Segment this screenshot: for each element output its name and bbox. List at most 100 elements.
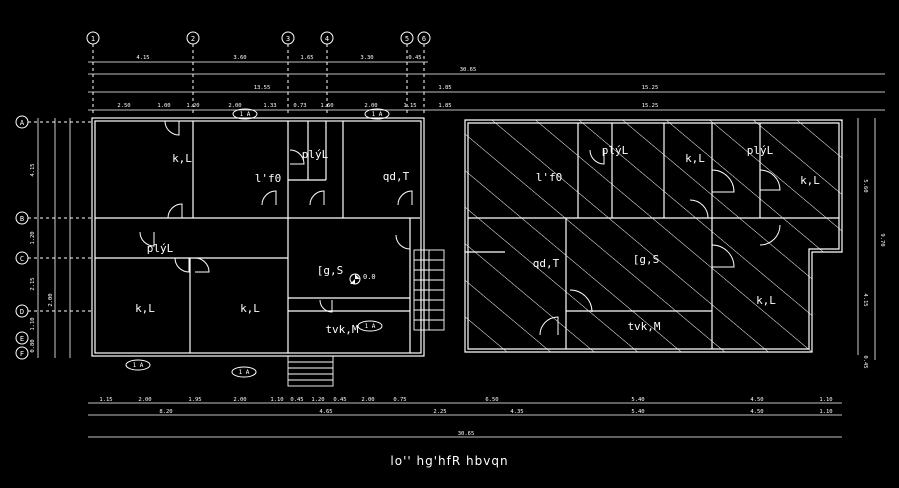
axis-label-5: 5 — [405, 35, 409, 43]
dim-bot-5: 1.10 — [270, 397, 283, 403]
room-label-bedroom-right-far: k,L — [800, 174, 820, 187]
room-label-pinl-right2: plýL — [747, 144, 774, 157]
room-label-qdt-right: qd,T — [533, 257, 560, 270]
dim-bot-6: 0.45 — [290, 397, 303, 403]
dim-top-row3-2: 1.85 — [438, 85, 451, 91]
window-tag-5: 1 A — [365, 323, 376, 330]
walls-left-wing — [91, 117, 425, 357]
dim-top-row4-4: 2.00 — [228, 103, 241, 109]
window-tag-4: 1 A — [239, 369, 250, 376]
dim-bot-row2-6: 4.50 — [750, 409, 763, 415]
dim-bot-8: 0.45 — [333, 397, 346, 403]
dim-right-2: 4.15 — [862, 293, 868, 306]
dim-top-4: 3.30 — [360, 55, 373, 61]
elevation-label: 0.0 — [363, 273, 376, 281]
dim-bot-row2-3: 2.25 — [433, 409, 446, 415]
dim-top-row3-3: 15.25 — [642, 85, 659, 91]
dim-bot-total: 30.65 — [458, 431, 475, 437]
stairs — [287, 249, 445, 387]
dim-top-row4-7: 1.60 — [320, 103, 333, 109]
room-label-pinl-right: plýL — [602, 144, 629, 157]
dim-left-2: 1.20 — [30, 231, 36, 244]
window-tags — [125, 108, 390, 378]
dim-bot-1: 1.15 — [99, 397, 112, 403]
axis-label-a: A — [20, 119, 25, 127]
dim-top-total: 30.65 — [460, 67, 477, 73]
dim-right-1: 5.60 — [862, 179, 868, 192]
dim-top-row4-6: 0.73 — [293, 103, 306, 109]
drawing-caption: lo'' hg'hfR hbvqn — [390, 454, 509, 468]
hatched-wing — [465, 120, 842, 352]
dim-bot-row2-2: 4.65 — [319, 409, 332, 415]
room-label-qdt-left: qd,T — [383, 170, 410, 183]
axis-label-c: C — [20, 255, 24, 263]
dim-bot-9: 2.00 — [361, 397, 374, 403]
left-dimension-lines — [37, 118, 71, 358]
dim-top-row4-11: 15.25 — [642, 103, 659, 109]
dim-top-row4-8: 2.00 — [364, 103, 377, 109]
room-label-bedroom-bot2: k,L — [240, 302, 260, 315]
axis-label-6: 6 — [422, 35, 426, 43]
room-label-if-left: l'f0 — [255, 172, 282, 185]
dim-bot-4: 2.00 — [233, 397, 246, 403]
dim-bot-row2-4: 4.35 — [510, 409, 523, 415]
dim-bot-13: 4.50 — [750, 397, 763, 403]
door-swings — [139, 120, 781, 336]
axis-label-1: 1 — [91, 35, 95, 43]
axis-label-b: B — [20, 215, 24, 223]
axis-bubbles-left — [15, 115, 92, 360]
dim-bot-row2-5: 5.40 — [631, 409, 644, 415]
room-label-bedroom-right-top: k,L — [685, 152, 705, 165]
dim-bot-3: 1.95 — [188, 397, 201, 403]
dim-top-3: 1.65 — [300, 55, 313, 61]
dim-top-row4-10: 1.85 — [438, 103, 451, 109]
bottom-dimension-lines — [88, 402, 842, 438]
dim-left-3: 2.15 — [30, 277, 36, 290]
dim-top-1: 4.15 — [136, 55, 149, 61]
dim-top-row4-2: 1.00 — [157, 103, 170, 109]
room-label-tvk-left: tvk,M — [325, 323, 358, 336]
dim-bot-row2-1: 8.20 — [159, 409, 172, 415]
top-dimension-lines — [88, 61, 885, 111]
dim-right-4: 0.45 — [862, 355, 868, 368]
window-tag-2: 1 A — [372, 111, 383, 118]
dim-left-5: 1.10 — [30, 317, 36, 330]
axis-label-e: E — [20, 335, 24, 343]
axis-label-2: 2 — [191, 35, 195, 43]
dim-top-row4-3: 1.20 — [186, 103, 199, 109]
room-label-tvk-right: tvk,M — [627, 320, 660, 333]
room-label-gs-right: [g,S — [633, 253, 660, 266]
dim-top-5: 0.45 — [408, 55, 421, 61]
dim-top-row3-1: 13.55 — [254, 85, 271, 91]
dim-left-4: 2.00 — [48, 293, 54, 306]
dim-bot-14: 1.10 — [819, 397, 832, 403]
dim-top-row4-9: 1.15 — [403, 103, 416, 109]
dim-bot-11: 6.50 — [485, 397, 498, 403]
window-tag-1: 1 A — [240, 111, 251, 118]
room-label-if-right: l'f0 — [536, 171, 563, 184]
room-label-pinl-top-left: plýL — [302, 148, 329, 161]
dim-left-1: 4.15 — [30, 163, 36, 176]
room-label-bedroom-bot1: k,L — [135, 302, 155, 315]
axis-label-4: 4 — [325, 35, 329, 43]
axis-label-3: 3 — [286, 35, 290, 43]
dim-bot-12: 5.40 — [631, 397, 644, 403]
axis-label-f: F — [20, 350, 24, 358]
room-label-bedroom-right-bot: k,L — [756, 294, 776, 307]
elevation-marker: 0.0 — [349, 273, 376, 285]
right-dimension-lines — [857, 118, 876, 360]
dim-bot-7: 1.20 — [311, 397, 324, 403]
dim-top-row4-5: 1.33 — [263, 103, 276, 109]
dim-right-3: 9.70 — [879, 233, 885, 246]
window-tag-3: 1 A — [133, 362, 144, 369]
dim-bot-2: 2.00 — [138, 397, 151, 403]
dim-left-6: 0.80 — [30, 339, 36, 352]
dim-top-row4-1: 2.50 — [117, 103, 130, 109]
dim-top-2: 3.60 — [233, 55, 246, 61]
dim-bot-10: 0.75 — [393, 397, 406, 403]
room-label-pinl-mid-left: plýL — [147, 242, 174, 255]
dim-bot-row2-7: 1.10 — [819, 409, 832, 415]
axis-label-d: D — [20, 308, 24, 316]
room-label-gs-left: [g,S — [317, 264, 344, 277]
